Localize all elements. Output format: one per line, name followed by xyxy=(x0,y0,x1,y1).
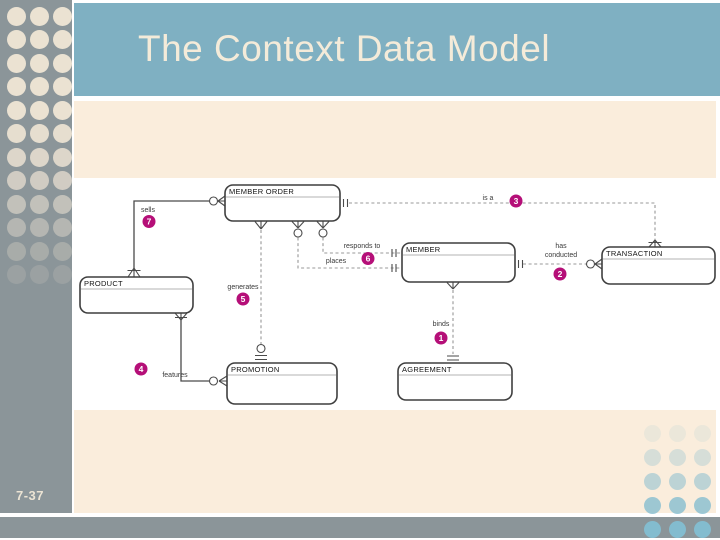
label-generates: generates xyxy=(227,284,259,291)
label-is-a: is a xyxy=(483,195,494,202)
entity-name-promotion: PROMOTION xyxy=(231,365,280,374)
decor-dot xyxy=(29,53,49,73)
relationship-places: places xyxy=(291,221,402,272)
decor-dot xyxy=(6,194,26,214)
decor-dot xyxy=(29,30,49,49)
decor-dot xyxy=(52,194,72,214)
decor-dot xyxy=(52,53,72,73)
decor-dot xyxy=(52,30,72,49)
badge-1: 1 xyxy=(434,331,448,345)
label-has: has xyxy=(555,243,567,250)
label-responds-to: responds to xyxy=(344,243,381,250)
decor-dot xyxy=(52,171,72,190)
decor-dot xyxy=(29,100,49,120)
badge-4: 4 xyxy=(134,362,148,376)
svg-text:2: 2 xyxy=(558,269,563,279)
relationship-features: features xyxy=(162,312,228,387)
svg-text:7: 7 xyxy=(147,217,152,227)
entity-promotion: PROMOTION xyxy=(226,362,338,405)
svg-text:4: 4 xyxy=(139,364,144,374)
decor-dot xyxy=(29,241,49,261)
page-number: 7-37 xyxy=(16,488,45,503)
entity-name-agreement: AGREEMENT xyxy=(402,365,452,374)
badge-2: 2 xyxy=(553,267,567,281)
badge-3: 3 xyxy=(509,194,523,208)
bottom-cream-band xyxy=(74,410,716,513)
svg-text:3: 3 xyxy=(514,196,519,206)
decor-dot xyxy=(29,171,49,190)
decor-dot xyxy=(29,77,49,96)
decor-dot xyxy=(52,218,72,237)
decor-dot xyxy=(6,124,26,143)
relationship-has-conducted: has conducted xyxy=(517,243,603,270)
er-diagram: sells features generates responds to xyxy=(79,184,716,405)
label-places: places xyxy=(326,258,347,265)
top-cream-band xyxy=(74,101,716,178)
label-sells: sells xyxy=(141,207,156,214)
decor-dot xyxy=(29,124,49,143)
relationship-is-a: is a xyxy=(342,195,662,248)
entity-agreement: AGREEMENT xyxy=(397,362,513,401)
decor-dot xyxy=(52,147,72,167)
decor-dot xyxy=(6,265,26,284)
badge-5: 5 xyxy=(236,292,250,306)
decor-dot xyxy=(52,241,72,261)
decor-dot xyxy=(6,53,26,73)
entity-name-product: PRODUCT xyxy=(84,279,123,288)
entity-product: PRODUCT xyxy=(79,276,194,314)
relationship-generates: generates xyxy=(227,221,268,361)
decor-dot xyxy=(6,30,26,49)
decor-dot xyxy=(29,265,49,284)
entity-transaction: TRANSACTION xyxy=(601,246,716,285)
sidebar-dot-grid-icon xyxy=(0,0,72,513)
entity-name-member: MEMBER xyxy=(406,245,441,254)
label-features: features xyxy=(162,372,188,379)
entity-member: MEMBER xyxy=(401,242,516,283)
decor-dot xyxy=(6,6,26,26)
decor-dot xyxy=(29,194,49,214)
sidebar xyxy=(0,0,72,513)
decor-dot xyxy=(52,6,72,26)
entity-name-transaction: TRANSACTION xyxy=(606,249,663,258)
decor-dot xyxy=(52,265,72,284)
bottom-strip xyxy=(0,517,720,538)
decor-dot xyxy=(52,77,72,96)
decor-dot xyxy=(6,241,26,261)
relationship-binds: binds xyxy=(433,282,460,361)
decor-dot xyxy=(6,147,26,167)
decor-dot xyxy=(52,100,72,120)
relationship-responds-to: responds to xyxy=(316,221,402,257)
svg-text:1: 1 xyxy=(439,333,444,343)
label-binds: binds xyxy=(433,321,450,328)
decor-dot xyxy=(6,171,26,190)
title-bar: The Context Data Model xyxy=(74,3,720,96)
decor-dot xyxy=(6,100,26,120)
svg-text:6: 6 xyxy=(366,254,371,264)
svg-text:5: 5 xyxy=(241,294,246,304)
relationship-sells: sells xyxy=(127,195,226,278)
slide-title: The Context Data Model xyxy=(138,28,551,69)
badge-6: 6 xyxy=(361,252,375,265)
decor-dot xyxy=(6,77,26,96)
decor-dot xyxy=(29,218,49,237)
decor-dot xyxy=(52,124,72,143)
entity-name-member-order: MEMBER ORDER xyxy=(229,187,294,196)
label-conducted: conducted xyxy=(545,252,577,259)
decor-dot xyxy=(29,6,49,26)
decor-dot xyxy=(29,147,49,167)
decor-dot xyxy=(6,218,26,237)
badge-7: 7 xyxy=(142,215,156,228)
entity-member-order: MEMBER ORDER xyxy=(224,184,341,222)
